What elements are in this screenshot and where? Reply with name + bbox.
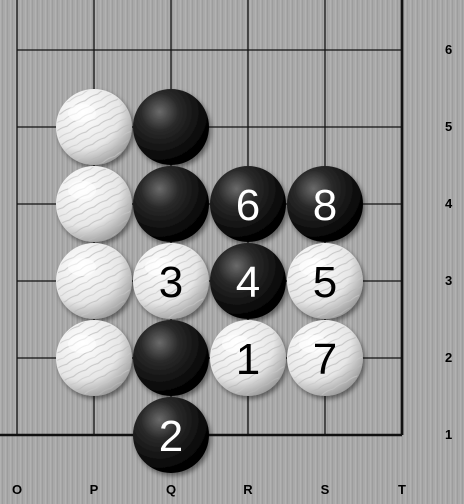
black-stone-S4[interactable]: 8 (287, 166, 363, 242)
move-number-label: 5 (313, 258, 337, 307)
column-label-R: R (238, 482, 258, 497)
move-number-label: 6 (236, 181, 260, 230)
row-label-6: 6 (445, 42, 452, 57)
black-stone-Q5[interactable] (133, 89, 209, 165)
white-stone-P5[interactable] (56, 89, 132, 165)
move-number-label: 1 (236, 335, 260, 384)
white-stone-P2[interactable] (56, 320, 132, 396)
row-label-1: 1 (445, 427, 452, 442)
white-stone-Q3[interactable]: 3 (133, 243, 209, 319)
white-stone-P3[interactable] (56, 243, 132, 319)
move-number-label: 2 (159, 412, 183, 461)
row-label-5: 5 (445, 119, 452, 134)
black-stone-Q2[interactable] (133, 320, 209, 396)
column-label-T: T (392, 482, 412, 497)
white-stone-R2[interactable]: 1 (210, 320, 286, 396)
row-label-4: 4 (445, 196, 452, 211)
column-label-S: S (315, 482, 335, 497)
move-number-label: 4 (236, 258, 260, 307)
white-stone-P4[interactable] (56, 166, 132, 242)
column-label-O: O (7, 482, 27, 497)
move-number-label: 3 (159, 258, 183, 307)
row-label-3: 3 (445, 273, 452, 288)
column-label-P: P (84, 482, 104, 497)
move-number-label: 7 (313, 335, 337, 384)
column-label-Q: Q (161, 482, 181, 497)
black-stone-Q1[interactable]: 2 (133, 397, 209, 473)
black-stone-R3[interactable]: 4 (210, 243, 286, 319)
white-stone-S3[interactable]: 5 (287, 243, 363, 319)
black-stone-Q4[interactable] (133, 166, 209, 242)
row-label-2: 2 (445, 350, 452, 365)
black-stone-R4[interactable]: 6 (210, 166, 286, 242)
move-number-label: 8 (313, 181, 337, 230)
white-stone-S2[interactable]: 7 (287, 320, 363, 396)
